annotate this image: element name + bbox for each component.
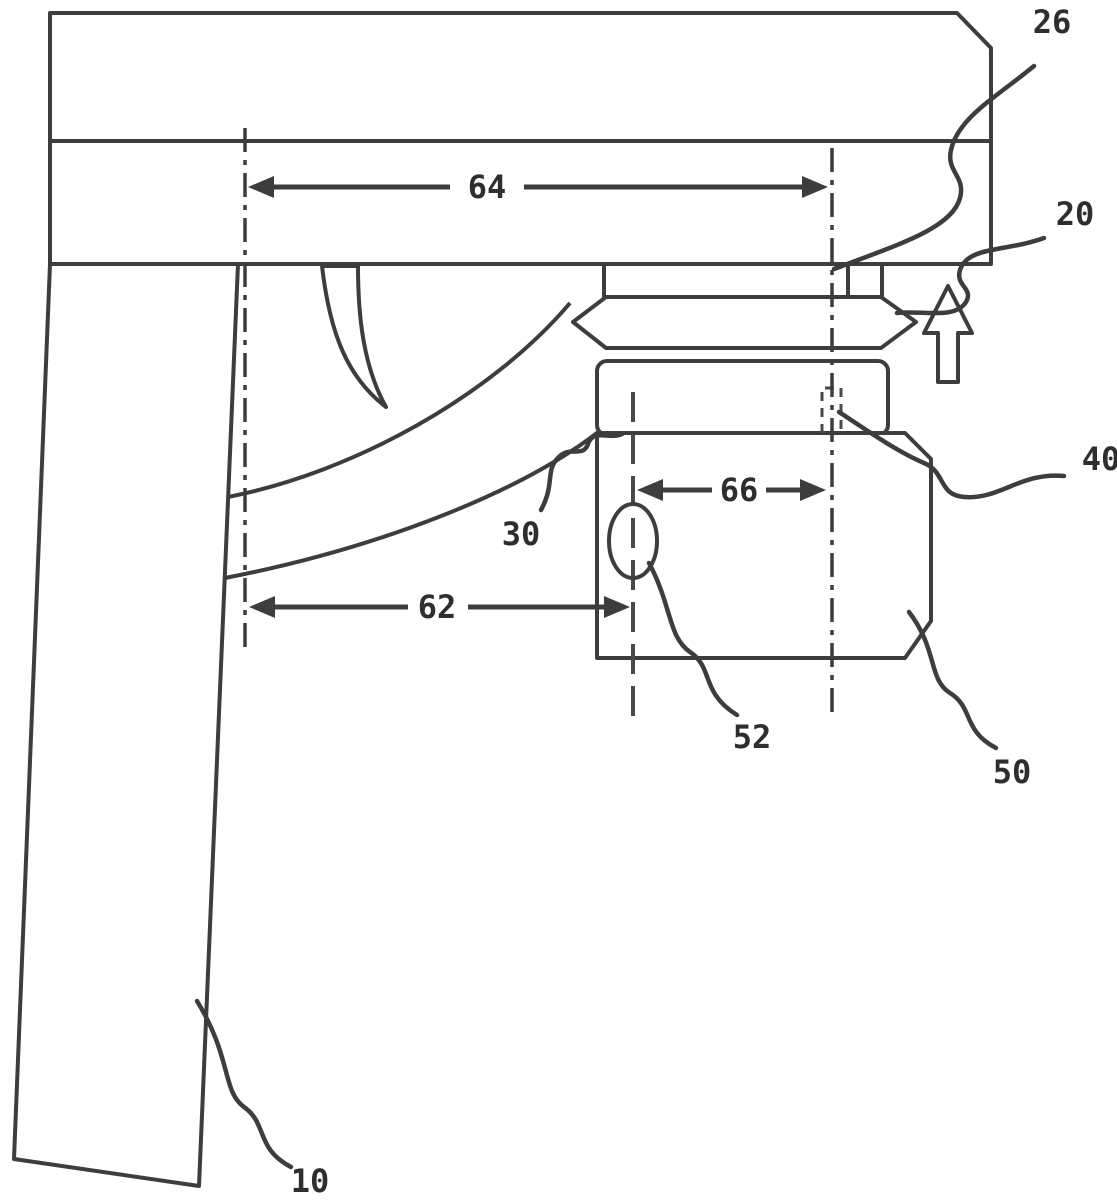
aperture-ellipse <box>607 502 659 580</box>
centerlines <box>243 128 834 722</box>
dim66-arrowhead-left <box>637 479 663 501</box>
housing-block <box>595 431 933 660</box>
ref-label-50: 50 <box>993 753 1032 791</box>
dimension-66: 66 <box>637 471 826 509</box>
ref-label-30: 30 <box>502 515 541 553</box>
dim62-arrowhead-right <box>604 596 630 618</box>
rail-shape <box>571 295 918 350</box>
ref-label-52: 52 <box>733 718 772 756</box>
grip-outline <box>12 262 240 1188</box>
slide-outline <box>48 11 993 266</box>
dimension-64: 64 <box>248 168 828 206</box>
dimension-label-64: 64 <box>468 168 507 206</box>
trigger-guard-upper-arc <box>227 301 572 499</box>
ref-label-10: 10 <box>291 1162 330 1200</box>
leader-lines <box>194 63 1067 1170</box>
ref-label-20: 20 <box>1056 195 1095 233</box>
leader-30 <box>538 431 625 513</box>
dimension-label-62: 62 <box>418 588 457 626</box>
leader-26 <box>831 63 1037 272</box>
dimension-label-66: 66 <box>720 471 759 509</box>
leader-52 <box>646 560 740 718</box>
ref-label-40: 40 <box>1082 440 1117 478</box>
body-outlines <box>12 11 993 1188</box>
leader-50 <box>906 609 999 751</box>
dim64-arrowhead-left <box>248 176 274 198</box>
ref-label-26: 26 <box>1033 3 1072 41</box>
mount-block <box>595 359 890 437</box>
leader-20 <box>894 235 1047 316</box>
dim62-arrowhead-left <box>249 596 275 618</box>
dim66-arrowhead-right <box>800 479 826 501</box>
leader-40 <box>836 409 1067 500</box>
leader-10 <box>194 998 294 1170</box>
dimension-62: 62 <box>249 588 630 626</box>
dim64-arrowhead-right <box>802 176 828 198</box>
reference-labels: 26 20 40 30 52 50 10 <box>291 3 1117 1200</box>
trigger-blade <box>320 264 388 409</box>
